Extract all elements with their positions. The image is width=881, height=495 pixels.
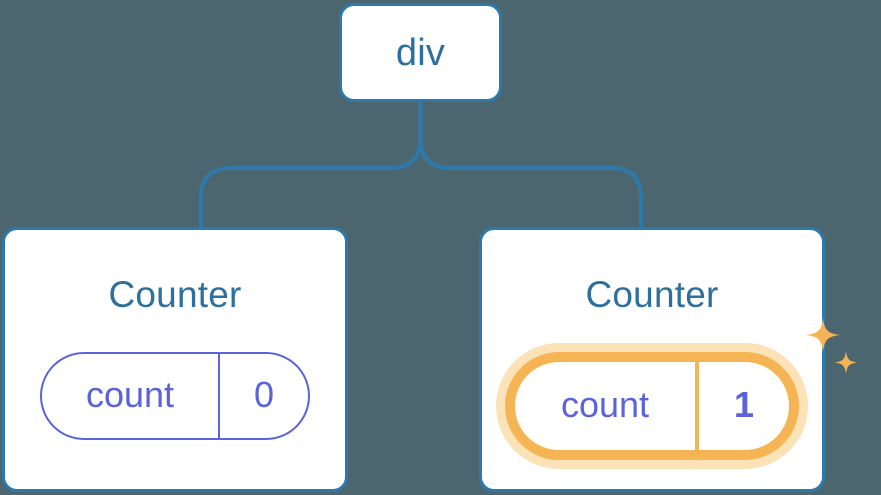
state-key-left: count xyxy=(85,373,175,415)
state-value-left: 0 xyxy=(218,354,308,438)
state-value-right: 1 xyxy=(695,362,789,450)
state-key-right: count xyxy=(560,383,650,425)
state-pill-wrap-right: count 1 xyxy=(505,318,858,460)
state-pill-wrap-left: count 0 xyxy=(40,352,310,440)
connector-right xyxy=(418,100,643,229)
node-title-left: Counter xyxy=(108,274,242,315)
node-counter-left[interactable]: Counter count 0 xyxy=(2,227,348,492)
node-title-right: Counter xyxy=(585,274,719,315)
node-root-label: div xyxy=(395,31,446,74)
connector-left xyxy=(199,100,423,229)
state-pill-right[interactable]: count 1 xyxy=(505,352,799,460)
node-root-div[interactable]: div xyxy=(339,3,502,102)
node-counter-right[interactable]: Counter count 1 xyxy=(479,227,858,492)
state-pill-left[interactable]: count 0 xyxy=(40,352,310,440)
